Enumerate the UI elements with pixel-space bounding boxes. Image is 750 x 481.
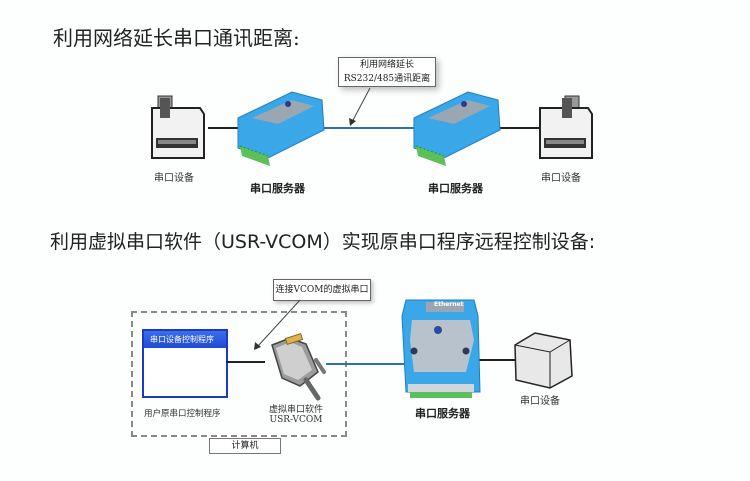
vcom-callout-arrowhead — [254, 342, 261, 350]
computer-label: 计算机 — [209, 438, 281, 454]
serial-control-app-window: 串口设备控制程序 — [142, 329, 228, 398]
ethernet-serial-server-icon — [401, 299, 481, 398]
left-serial-device-icon — [151, 95, 205, 159]
app-window-title: 串口设备控制程序 — [144, 331, 226, 348]
computer-boundary — [131, 311, 347, 437]
server-label: 串口服务器 — [415, 407, 470, 420]
device-label: 串口设备 — [520, 396, 560, 407]
left-server-label: 串口服务器 — [250, 182, 305, 195]
vcom-callout-arrow — [257, 299, 301, 347]
left-serial-server-icon — [237, 91, 325, 166]
right-server-label: 串口服务器 — [428, 182, 483, 195]
server-ethernet-label: Ethernet — [434, 301, 464, 308]
vcom-label: 虚拟串口软件 USR-VCOM — [265, 402, 327, 425]
section1-heading: 利用网络延长串口通讯距离: — [53, 26, 300, 50]
network-callout-line1: 利用网络延长 — [359, 60, 414, 70]
network-callout: 利用网络延长 RS232/485通讯距离 — [338, 57, 436, 87]
right-device-label: 串口设备 — [541, 173, 581, 184]
section2-heading: 利用虚拟串口软件（USR-VCOM）实现原串口程序远程控制设备: — [50, 231, 596, 253]
vcom-label-line2: USR-VCOM — [269, 415, 323, 425]
right-serial-device-icon — [539, 95, 593, 159]
right-serial-server-icon — [413, 91, 501, 166]
left-device-label: 串口设备 — [154, 173, 194, 184]
serial-device-box-icon — [514, 332, 573, 389]
callout-arrow — [351, 87, 371, 123]
app-label: 用户原串口控制程序 — [144, 409, 221, 419]
callout-arrowhead — [349, 118, 356, 126]
vcom-connector-icon — [271, 333, 326, 401]
network-callout-line2: RS232/485通讯距离 — [343, 74, 431, 84]
vcom-callout: 连接VCOM的虚拟串口 — [273, 279, 371, 301]
vcom-label-line1: 虚拟串口软件 — [268, 405, 323, 415]
